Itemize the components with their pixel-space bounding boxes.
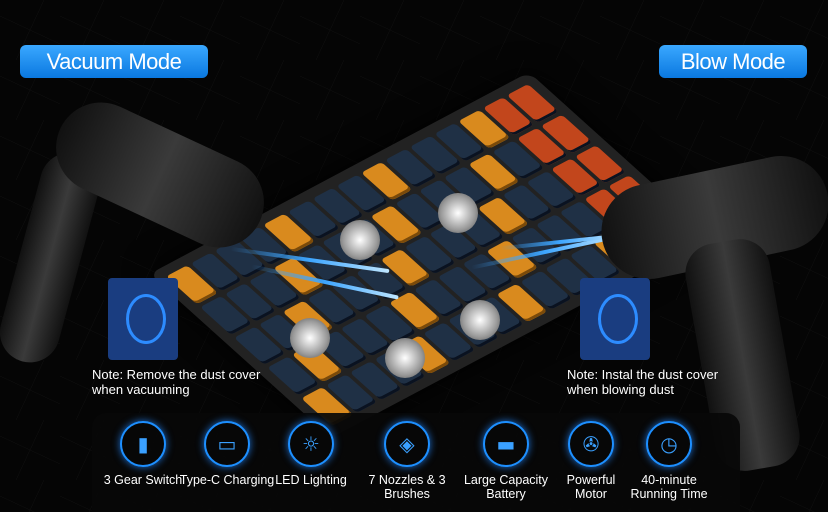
dust-cover-illustration xyxy=(580,278,650,360)
usb-c-icon: ▭ xyxy=(204,421,250,467)
feature-nozzles: ◈7 Nozzles & 3 Brushes xyxy=(359,421,455,501)
feature-type-c: ▭Type-C Charging xyxy=(179,421,275,487)
feature-gear-switch: ▮3 Gear Switch xyxy=(95,421,191,487)
feature-running-time: ◷40-minute Running Time xyxy=(621,421,717,501)
features-bar: ▮3 Gear Switch ▭Type-C Charging ☼LED Lig… xyxy=(92,413,740,512)
dust-particle xyxy=(460,300,500,340)
blow-note: Note: Instal the dust cover when blowing… xyxy=(567,367,719,397)
battery-icon: ▬ xyxy=(483,421,529,467)
clock-icon: ◷ xyxy=(646,421,692,467)
dust-particle xyxy=(385,338,425,378)
layers-icon: ◈ xyxy=(384,421,430,467)
feature-led: ☼LED Lighting xyxy=(263,421,359,487)
vacuum-note: Note: Remove the dust cover when vacuumi… xyxy=(92,367,261,397)
dust-particle xyxy=(340,220,380,260)
dust-particle xyxy=(438,193,478,233)
feature-battery: ▬Large Capacity Battery xyxy=(451,421,561,501)
feature-motor: ✇Powerful Motor xyxy=(556,421,626,501)
blow-mode-badge: Blow Mode xyxy=(659,45,807,78)
dust-particle xyxy=(290,318,330,358)
dust-cover-illustration xyxy=(108,278,178,360)
motor-fan-icon: ✇ xyxy=(568,421,614,467)
signal-bars-icon: ▮ xyxy=(120,421,166,467)
light-bulb-icon: ☼ xyxy=(288,421,334,467)
vacuum-mode-badge: Vacuum Mode xyxy=(20,45,208,78)
